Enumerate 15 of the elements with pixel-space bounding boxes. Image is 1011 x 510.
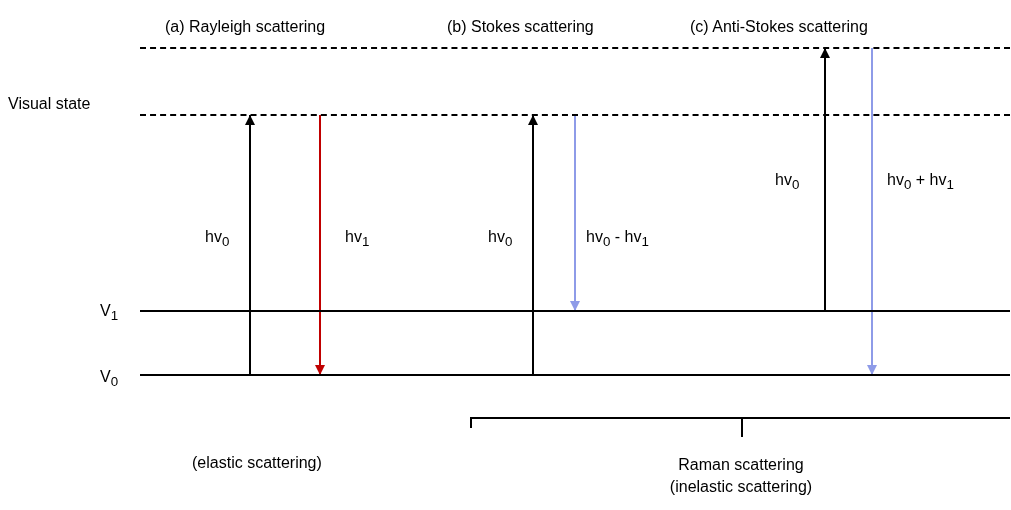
arrow: [315, 114, 325, 376]
arrow: [820, 47, 830, 312]
dashed-level-line: [140, 47, 1010, 49]
level-label: V$_{0}$: [100, 367, 119, 392]
level-label: V$_{1}$: [100, 301, 119, 326]
arrow: [867, 47, 877, 376]
panel-heading: (c) Anti-Stokes scattering: [690, 17, 868, 37]
arrow: [245, 114, 255, 376]
arrow: [570, 114, 580, 312]
arrow: [528, 114, 538, 376]
caption-text: (elastic scattering): [192, 453, 322, 473]
level-label: Visual state: [8, 94, 91, 114]
caption-text: Raman scattering (inelastic scattering): [668, 455, 814, 497]
panel-heading: (b) Stokes scattering: [447, 17, 594, 37]
panel-heading: (a) Rayleigh scattering: [165, 17, 326, 37]
